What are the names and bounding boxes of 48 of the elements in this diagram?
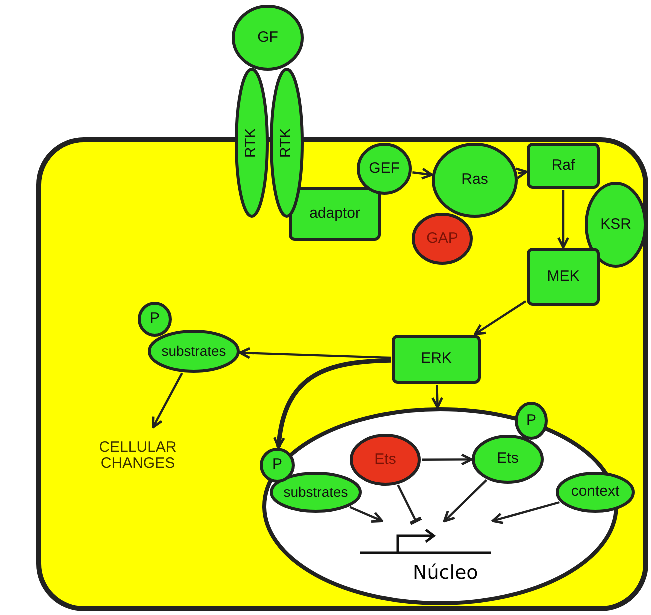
- protein-ellipse: [357, 143, 412, 195]
- protein-name: Ets: [497, 451, 519, 468]
- arrow: [152, 372, 184, 429]
- protein-box: [289, 187, 381, 241]
- protein-name: KSR: [600, 216, 632, 234]
- protein-name: P: [272, 457, 282, 474]
- protein-box: [392, 335, 481, 384]
- protein-name: P: [526, 412, 536, 430]
- protein-name: Ras: [462, 172, 488, 189]
- arrow: [412, 168, 434, 180]
- arrow: [350, 506, 384, 524]
- protein-ellipse: [235, 68, 269, 218]
- protein-ellipse: [472, 435, 544, 484]
- arrow: [239, 347, 392, 360]
- arrow: [422, 454, 473, 466]
- protein-name: RTK: [278, 128, 296, 158]
- protein-name: context: [571, 484, 620, 501]
- protein-name: Ets: [374, 452, 396, 468]
- protein-name: GF: [258, 30, 278, 46]
- protein-ellipse: [585, 182, 647, 268]
- arrow: [274, 358, 392, 449]
- protein-name: adaptor: [310, 206, 360, 222]
- protein-name: substrates: [284, 484, 348, 500]
- arrow: [443, 480, 488, 523]
- nucleus-ellipse: [263, 408, 618, 605]
- protein-ellipse: [412, 213, 473, 265]
- protein-ellipse: [350, 434, 421, 486]
- arrow: [515, 168, 528, 180]
- protein-name: Raf: [552, 158, 576, 174]
- arrow: [558, 190, 570, 249]
- protein-name: GEF: [369, 160, 400, 178]
- protein-box: [527, 143, 600, 189]
- protein-ellipse: [556, 472, 635, 513]
- protein-name: RTK: [244, 128, 260, 158]
- protein-name: substrates: [162, 344, 226, 360]
- protein-name: GAP: [426, 230, 458, 248]
- protein-ellipse: [232, 5, 304, 71]
- protein-name: MEK: [547, 268, 580, 286]
- outcome-text: CELLULAR CHANGES: [98, 440, 178, 472]
- arrow: [492, 501, 560, 524]
- protein-ellipse: [432, 143, 518, 218]
- protein-ellipse: [148, 330, 240, 373]
- arrow: [474, 300, 527, 336]
- compartment-label: Núcleo: [413, 563, 478, 584]
- protein-box: [527, 248, 600, 306]
- protein-ellipse: [270, 68, 304, 218]
- protein-name: ERK: [421, 351, 452, 368]
- arrow: [432, 384, 444, 409]
